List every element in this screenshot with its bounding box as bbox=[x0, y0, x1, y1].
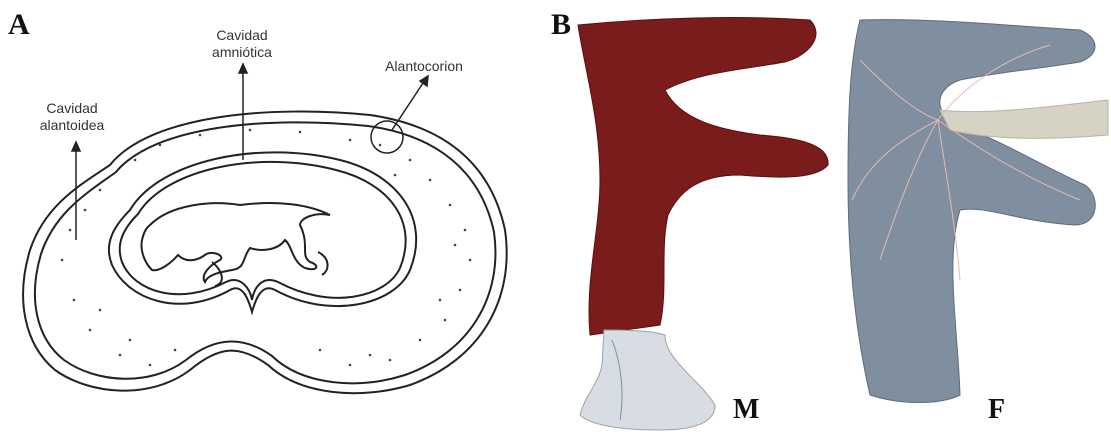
label-amniotic-cavity: Cavidad amniótica bbox=[192, 27, 292, 61]
outer-membrane bbox=[23, 112, 507, 394]
fetus-outline bbox=[141, 203, 330, 286]
panel-letter-a: A bbox=[8, 8, 30, 42]
panel-letter-b: B bbox=[551, 8, 571, 42]
alantocorion-circle bbox=[371, 121, 403, 153]
label-amniotic-line1: Cavidad bbox=[192, 27, 292, 44]
label-allantoid-line2: alantoidea bbox=[22, 117, 122, 134]
label-allantoid-line1: Cavidad bbox=[22, 100, 122, 117]
amnion-membrane bbox=[109, 152, 416, 312]
label-alantocorion: Alantocorion bbox=[354, 58, 494, 75]
specimen-m bbox=[578, 18, 828, 430]
specimen-letter-m: M bbox=[733, 394, 759, 426]
specimen-letter-f: F bbox=[988, 394, 1005, 426]
label-amniotic-line2: amniótica bbox=[192, 44, 292, 61]
label-allantoic-cavity: Cavidad alantoidea bbox=[22, 100, 122, 134]
specimen-f bbox=[848, 20, 1108, 403]
